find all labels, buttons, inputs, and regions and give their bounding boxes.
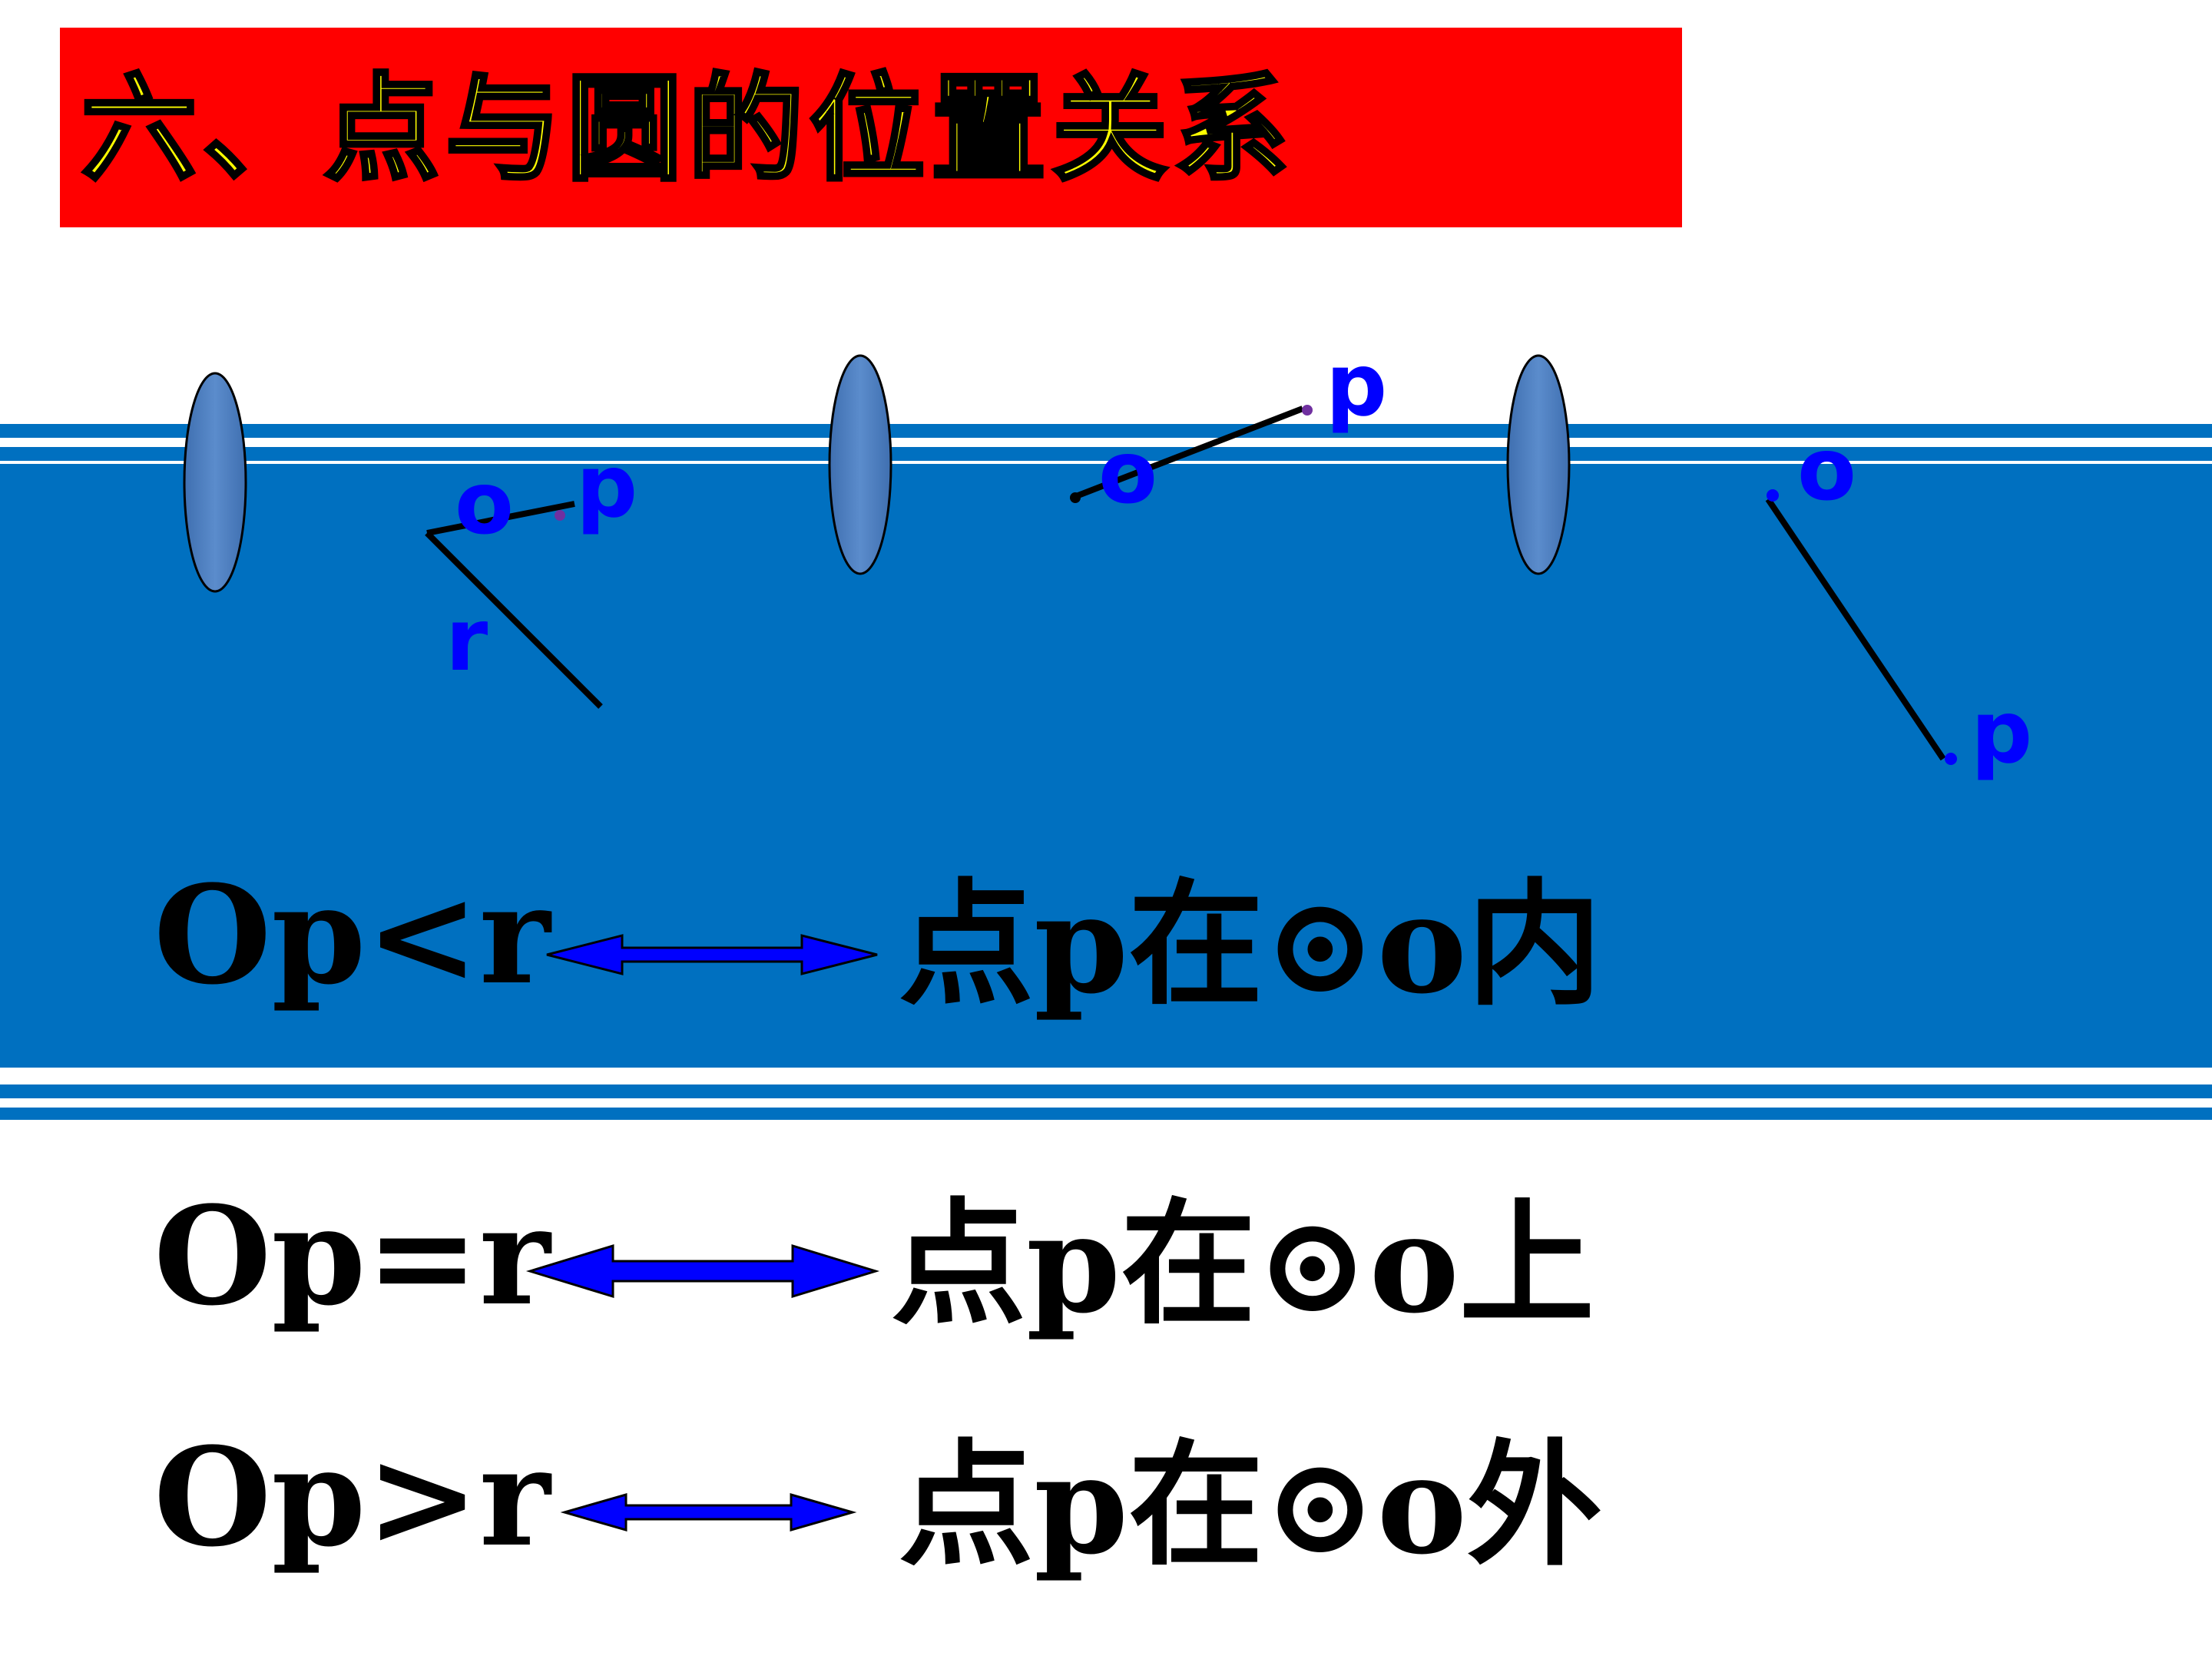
label-p-case2: p [1326,336,1388,435]
label-p-case3: p [1971,683,2033,783]
band-stripe-top-2 [0,447,2212,461]
double-arrow-3 [560,1493,857,1532]
label-o-case2: o [1098,423,1157,523]
relation-1-left: Op<r [154,856,551,1015]
circle-ellipse-1 [183,372,247,593]
point-o-outside [1767,489,1779,502]
band-stripe-top-1 [0,424,2212,438]
band-main [0,464,2212,1068]
relation-2-right: 点p在⊙o上 [891,1184,1594,1343]
title-banner: 六、点与圆的位置关系 [60,28,1682,227]
circle-ellipse-2 [828,354,892,575]
circle-ellipse-3 [1506,354,1571,575]
relation-3-left: Op>r [154,1418,551,1577]
slide-title: 六、点与圆的位置关系 [79,63,1296,197]
segment-op-outside [1765,497,1946,761]
relation-2-left: Op=r [154,1177,551,1336]
band-stripe-bottom-2 [0,1108,2212,1120]
point-p-inside [555,510,565,521]
point-p-outside [1945,753,1957,765]
segment-radius [425,531,603,709]
segment-op-on [1071,406,1304,501]
double-arrow-2 [525,1243,880,1299]
relation-1-right: 点p在⊙o内 [899,865,1602,1024]
point-p-on [1302,405,1313,416]
double-arrow-1 [546,934,878,975]
label-o-case3: o [1797,420,1856,520]
relation-3-right: 点p在⊙o外 [899,1426,1602,1584]
segment-op-inside [426,501,575,536]
label-p-case1: p [576,437,638,537]
label-r-case1: r [445,591,488,690]
point-o-on [1070,492,1081,503]
label-o-case1: o [455,454,514,554]
band-stripe-bottom-1 [0,1084,2212,1098]
